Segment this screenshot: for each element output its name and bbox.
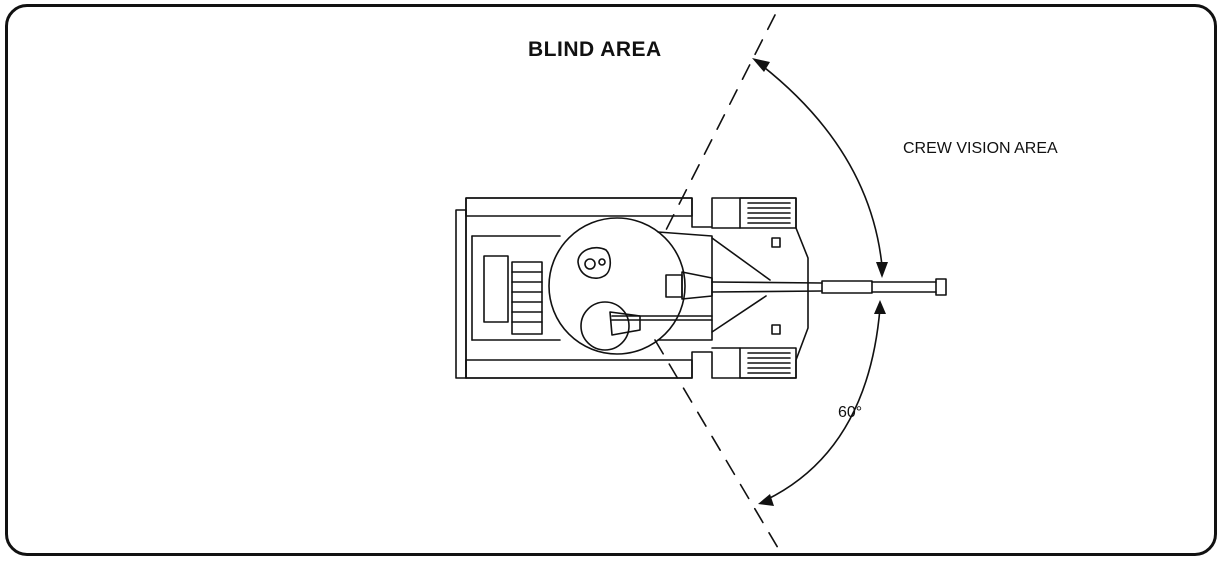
vision-arc-upper — [759, 63, 883, 267]
crew-vision-area-label: CREW VISION AREA — [903, 140, 1058, 157]
blind-area-label: BLIND AREA — [528, 38, 662, 61]
arrowhead-icon — [752, 58, 888, 506]
vision-arc-lower — [765, 307, 881, 501]
vision-boundary-lower — [654, 339, 779, 549]
tank-top-view-icon — [455, 197, 947, 379]
vision-boundary-upper — [664, 14, 776, 233]
angle-label: 60° — [838, 404, 863, 421]
figure-frame — [5, 4, 1217, 556]
